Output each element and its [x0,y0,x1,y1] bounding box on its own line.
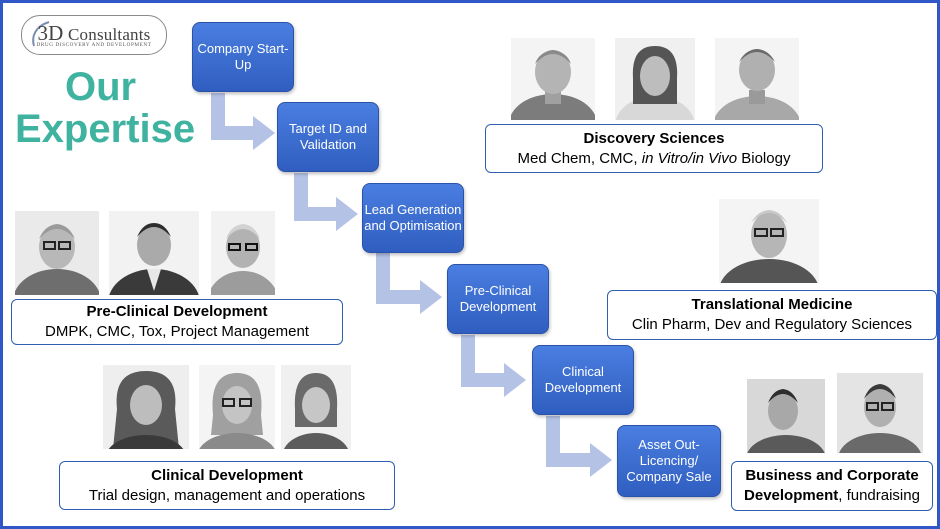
flow-arrow-3 [376,253,442,314]
flow-step-asset-out-licencing: Asset Out-Licencing/ Company Sale [617,425,721,497]
discovery-headshot-1 [511,38,595,120]
panel-translational-medicine: Translational Medicine Clin Pharm, Dev a… [607,290,937,340]
panel-pre-clinical-development: Pre-Clinical Development DMPK, CMC, Tox,… [11,299,343,345]
flow-arrow-4 [461,335,526,397]
translational-headshot [719,199,819,283]
flow-arrows [211,93,612,477]
flow-step-clinical: Clinical Development [532,345,634,415]
clinical-headshot-3 [281,365,351,449]
preclinical-description: DMPK, CMC, Tox, Project Management [45,323,309,340]
panel-clinical-development: Clinical Development Trial design, manag… [59,461,395,510]
flow-arrow-1 [211,93,275,150]
clinical-description: Trial design, management and operations [88,487,366,504]
flow-step-pre-clinical: Pre-Clinical Development [447,264,549,334]
discovery-title: Discovery Sciences [583,130,725,147]
heading-line-2: Expertise [15,107,196,151]
flow-step-lead-generation: Lead Generation and Optimisation [362,183,464,253]
company-logo: 3D Consultants DRUG DISCOVERY AND DEVELO… [21,15,167,55]
flow-arrow-2 [294,173,358,231]
discovery-headshot-2 [615,38,695,120]
business-headshot-1 [747,379,825,453]
clinical-headshot-2 [199,365,275,449]
logo-wordmark: 3D Consultants [37,21,151,45]
translational-title: Translational Medicine [691,296,853,313]
preclinical-title: Pre-Clinical Development [86,303,268,320]
preclinical-headshot-1 [15,211,99,295]
flow-step-company-start-up: Company Start-Up [192,22,294,92]
discovery-description: Med Chem, CMC, in Vitro/in Vivo Biology [517,150,791,167]
translational-description: Clin Pharm, Dev and Regulatory Sciences [631,316,913,333]
flow-step-target-id: Target ID and Validation [277,102,379,172]
discovery-headshot-3 [715,38,799,120]
panel-discovery-sciences: Discovery Sciences Med Chem, CMC, in Vit… [485,124,823,173]
logo-tagline: DRUG DISCOVERY AND DEVELOPMENT [36,42,152,48]
panel-business-corporate-development: Business and Corporate Development, fund… [731,461,933,511]
preclinical-headshot-2 [109,211,199,295]
clinical-title: Clinical Development [151,467,303,484]
logo-swoosh-icon [32,21,50,47]
clinical-headshot-1 [103,365,189,449]
business-headshot-2 [837,373,923,453]
flow-arrow-5 [546,416,612,477]
business-description: Development, fundraising [744,487,920,504]
heading-line-1: Our [65,65,137,109]
business-title: Business and Corporate [745,467,919,484]
preclinical-headshot-3 [211,211,275,295]
